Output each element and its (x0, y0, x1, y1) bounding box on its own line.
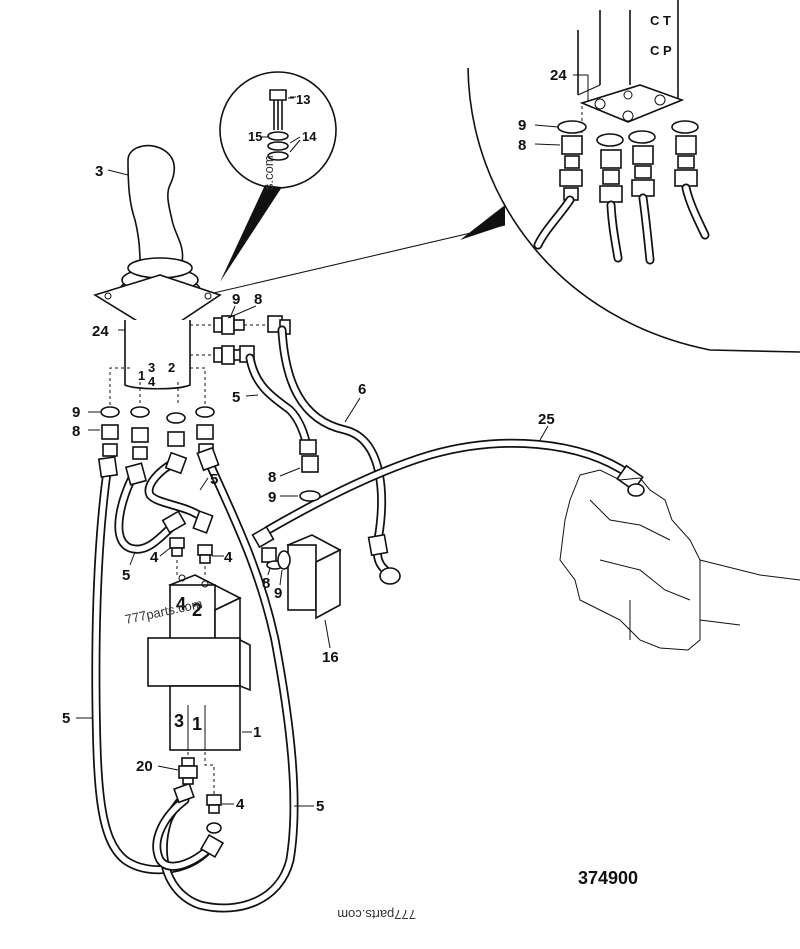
callout-6: 6 (358, 381, 366, 398)
callout-8-top: 8 (254, 291, 262, 308)
detail-fitting-stack-4 (671, 120, 699, 187)
callout-24-main: 24 (92, 323, 109, 340)
hose-bottom-link (152, 795, 217, 871)
hose-end-fittings (97, 439, 645, 859)
fitting-4-lower (204, 752, 222, 834)
detail-joystick-column: C T C P (577, 0, 685, 140)
callout-15: 15 (248, 129, 262, 144)
callout-1: 1 (253, 724, 261, 741)
base-mark-4: 4 (148, 374, 156, 389)
detail-fitting-stack-1 (557, 120, 587, 201)
bolt-detail-circle (219, 71, 337, 282)
callout-14: 14 (302, 129, 317, 144)
hose-25 (263, 438, 635, 535)
callout-5-left-short: 5 (122, 567, 130, 584)
callout-9-lower: 9 (274, 585, 282, 602)
detail-inset-circle (204, 67, 800, 353)
detail-hoses (533, 183, 710, 265)
detail-fitting-stack-2 (596, 133, 624, 203)
hose-5-mid-short (144, 457, 210, 525)
joystick-base-plate (93, 274, 222, 390)
base-mark-3: 3 (148, 360, 155, 375)
callout-13: 13 (296, 92, 310, 107)
callout-8-lower: 8 (262, 575, 270, 592)
callout-25: 25 (538, 411, 555, 428)
callout-8-left: 8 (72, 423, 80, 440)
callout-5-long-left: 5 (62, 710, 70, 727)
left-fittings-row (100, 406, 215, 460)
drawing-number: 374900 (578, 868, 638, 888)
callout-24-detail: 24 (550, 67, 567, 84)
base-mark-1: 1 (138, 368, 145, 383)
detail-watermark: s.com (261, 155, 276, 190)
hose-5-top (245, 353, 313, 455)
hose-5-left-short (114, 465, 183, 554)
callout-8-detail: 8 (518, 137, 526, 154)
callout-4-right: 4 (224, 549, 233, 566)
block-16 (277, 534, 342, 620)
callout-4-left: 4 (150, 549, 159, 566)
detail-column-text-ct: C T (650, 13, 671, 28)
base-dashed-connectors (109, 324, 215, 405)
valve-mark-2: 2 (192, 600, 202, 620)
callout-9-left: 9 (72, 404, 80, 421)
hose-6 (277, 325, 397, 580)
callout-8-mid: 8 (268, 469, 276, 486)
callout-3: 3 (95, 163, 103, 180)
watermark: 777parts.com (337, 907, 416, 922)
valve-mark-4: 4 (176, 594, 186, 614)
hose-long-left (91, 460, 217, 875)
callout-16: 16 (322, 649, 339, 666)
callout-5-top: 5 (232, 389, 240, 406)
callout-4-lower: 4 (236, 796, 245, 813)
callout-5-long-right: 5 (316, 798, 324, 815)
detail-fitting-stack-3 (628, 130, 656, 197)
leader-lines (76, 74, 589, 807)
joystick-handle (127, 144, 184, 263)
detail-column-text-cp: C P (650, 43, 672, 58)
pump-housing (559, 469, 800, 651)
adapter-4-pair (169, 537, 213, 576)
callout-20: 20 (136, 758, 153, 775)
callout-5-mid: 5 (210, 471, 218, 488)
base-mark-2: 2 (168, 360, 175, 375)
valve-mark-1: 1 (192, 714, 202, 734)
valve-block (147, 574, 251, 751)
valve-mark-3: 3 (174, 711, 184, 731)
fitting-20 (178, 752, 198, 785)
base-adapter-bottom (213, 345, 255, 365)
callout-9-mid: 9 (268, 489, 276, 506)
callout-9-top: 9 (232, 291, 240, 308)
callout-9-detail: 9 (518, 117, 526, 134)
